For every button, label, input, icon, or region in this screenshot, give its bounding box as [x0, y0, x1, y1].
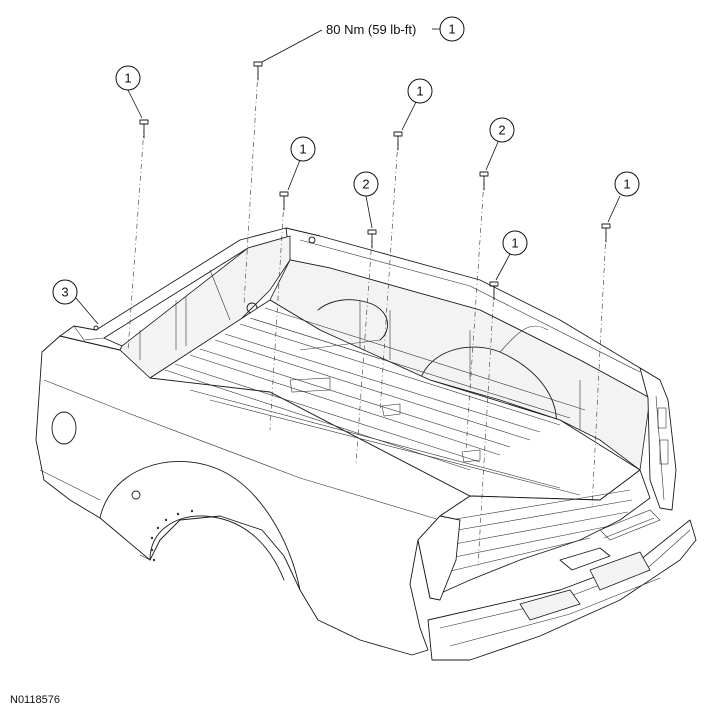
bed-floor	[149, 299, 641, 501]
bolt-b	[269, 159, 301, 431]
callout-bolt-f: 1	[502, 230, 528, 256]
wheel-arch-bolts	[150, 509, 194, 562]
bumper-pads	[599, 509, 661, 541]
callout-number: 1	[511, 236, 518, 251]
callout-torque: 1	[439, 16, 465, 42]
bed-rear-pillar-right	[639, 367, 677, 511]
rear-floor-ribs	[437, 489, 633, 575]
callout-bolt-b: 1	[290, 136, 316, 162]
callout-number: 3	[61, 285, 68, 300]
callout-bolt-a: 1	[115, 65, 141, 91]
callout-bolt-d: 2	[353, 171, 379, 197]
callout-bolt-e: 2	[489, 117, 515, 143]
callout-number: 1	[448, 22, 455, 37]
floor-ribs	[164, 307, 586, 496]
callout-bolt-c: 1	[407, 78, 433, 104]
torque-label: 80 Nm (59 lb-ft)	[326, 22, 416, 37]
callout-number: 1	[623, 177, 630, 192]
callout-number: 1	[299, 142, 306, 157]
bolt-f	[477, 253, 511, 567]
bolt-a	[127, 89, 149, 351]
tail-lamp	[417, 515, 461, 601]
bolt-g	[591, 195, 621, 509]
callout-bolt-g: 1	[614, 171, 640, 197]
callout-number: 2	[498, 123, 505, 138]
fuel-door	[51, 411, 77, 445]
callout-number: 1	[124, 71, 131, 86]
bolt-d	[355, 195, 377, 465]
figure-id: N0118576	[10, 694, 60, 706]
bolt-c	[379, 101, 417, 413]
bolt-e	[465, 141, 499, 451]
bolt-torque	[243, 61, 263, 305]
callout-number: 1	[416, 84, 423, 99]
callout-number: 2	[362, 177, 369, 192]
callout-bed: 3	[52, 279, 78, 305]
